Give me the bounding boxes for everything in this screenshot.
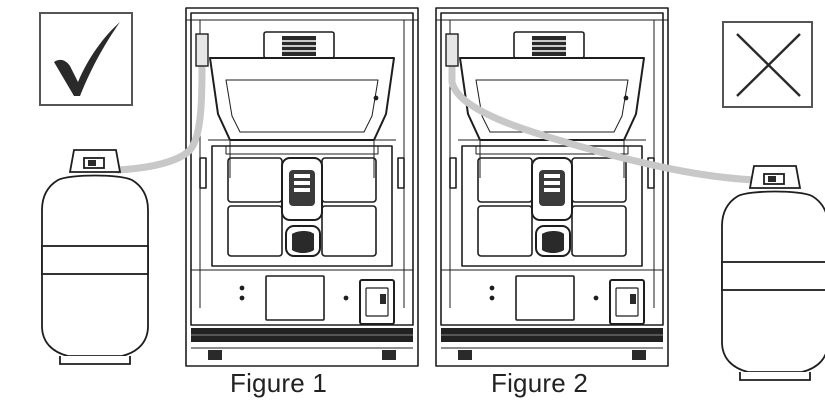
figure-2-cabinet: [435, 7, 669, 367]
figure-1-propane-tank: [41, 149, 149, 365]
cross-icon: [722, 21, 813, 108]
figure-1-hose-fitting: [195, 33, 209, 67]
figure-2-hose: [448, 40, 760, 184]
figure-1-cabinet: [185, 7, 419, 367]
figure-2-caption: Figure 2: [491, 368, 588, 398]
figure-1-caption: Figure 1: [230, 368, 327, 398]
figure-2-hose-fitting: [445, 33, 459, 67]
figure-2-propane-tank: [721, 165, 825, 381]
figure-1-hose: [114, 36, 206, 174]
checkmark-icon: [39, 12, 133, 106]
